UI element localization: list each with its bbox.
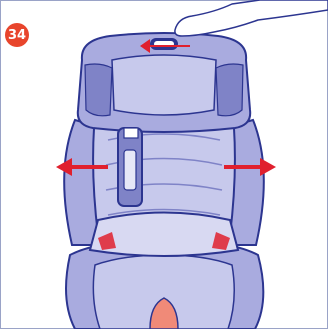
left-belt-guide-clip bbox=[124, 128, 138, 138]
headrest-right-wing bbox=[216, 64, 243, 116]
brand-logo-icon bbox=[150, 38, 178, 50]
hand-icon bbox=[175, 0, 328, 36]
headrest-left-wing bbox=[85, 64, 112, 116]
left-belt-guide-slot bbox=[124, 150, 136, 190]
headrest-center bbox=[112, 55, 216, 115]
